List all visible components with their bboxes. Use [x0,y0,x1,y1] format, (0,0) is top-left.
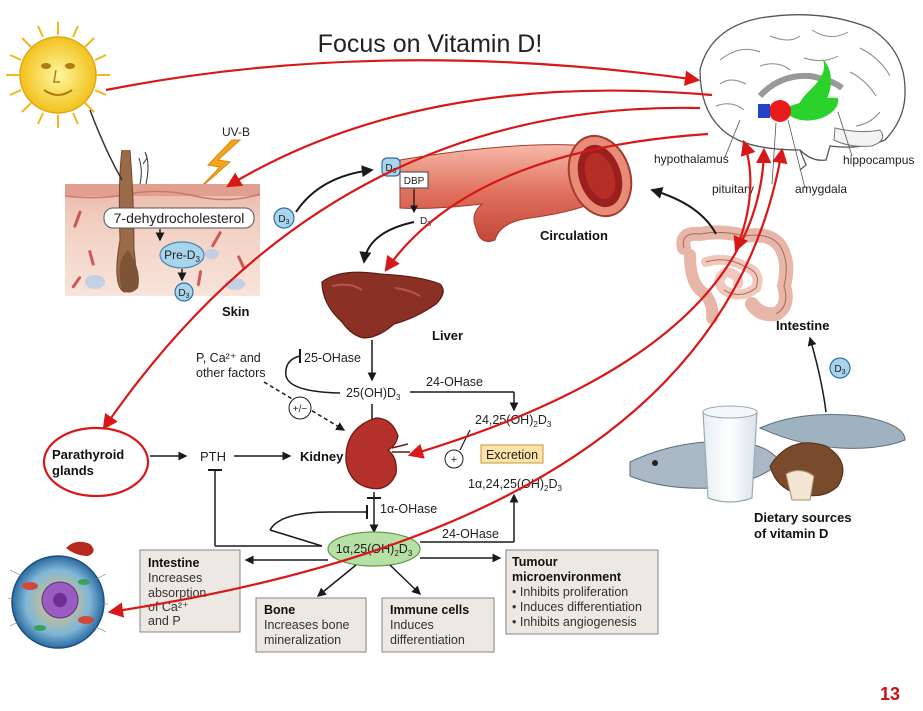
liver-illustration [321,271,444,339]
dietary-sources-illustration [629,405,906,503]
cell-illustration [7,541,108,649]
red-arrow-brain-cell [107,147,788,618]
immune-effect-box: Immune cells Induces differentiation [381,597,495,653]
d3-diet-label: D3 [834,364,845,376]
sun-icon [6,22,110,128]
kidney-illustration [345,417,410,490]
bone-box-line: Increases bone [264,618,350,632]
skin-label: Skin [222,304,250,319]
parathyroid-highlight [42,426,150,498]
intestine-box-line: and P [148,614,181,628]
amygdala-label: amygdala [795,182,847,196]
ohase24-bottom-label: 24-OHase [442,527,499,541]
black-arrow-skin-circulation [295,165,374,213]
page-number: 13 [880,684,900,704]
intestine-box-title: Intestine [148,556,199,570]
immune-box-line: differentiation [390,633,465,647]
immune-box-title: Immune cells [390,603,469,617]
plus-label: + [451,454,457,466]
black-arrow-circulation-liver [359,221,415,264]
factors-label-2: other factors [196,366,265,380]
tumour-effect-box: Tumour microenvironment • Inhibits proli… [505,549,659,635]
dietary-sources-line1: Dietary sources [754,510,852,525]
ohase24-top-label: 24-OHase [426,375,483,389]
dietary-sources-line2: of vitamin D [754,526,828,541]
parathyroid-line1: Parathyroid [52,447,124,462]
dehydrocholesterol-label: 7-dehydrocholesterol [114,210,245,226]
pth-label: PTH [200,449,226,464]
intestine-illustration [676,225,794,324]
hypothalamus-label: hypothalamus [654,152,729,166]
factors-label-1: P, Ca²⁺ and [196,351,261,365]
liver-label: Liver [432,328,463,343]
parathyroid-line2: glands [52,463,94,478]
tumour-box-line: • Inhibits proliferation [512,585,628,599]
intestine-box-line: Increases [148,571,202,585]
pre-d3-label: Pre-D3 [164,248,200,264]
excretion-label: Excretion [486,448,538,462]
page-title: Focus on Vitamin D! [318,30,543,58]
brain-illustration [699,14,906,171]
hippocampus-label: hippocampus [843,153,914,167]
tumour-box-title-1: Tumour [512,555,558,569]
blood-vessel-illustration [399,134,633,242]
bone-effect-box: Bone Increases bone mineralization [255,597,367,653]
oh2d3-2425-label: 24,25(OH)2D3 [475,413,552,429]
uvb-label: UV-B [222,125,250,139]
ohd3-label: 25(OH)D3 [346,386,401,402]
plus-minus-label: +/− [293,404,308,415]
d3-diet-badge [829,357,851,379]
pituitary-label: pituitary [712,182,754,196]
tumour-box-title-2: microenvironment [512,570,622,584]
tumour-box-line: • Induces differentiation [512,600,642,614]
tumour-box-line: • Inhibits angiogenesis [512,615,637,629]
dbp-label: DBP [404,176,425,187]
red-arrows [102,59,788,618]
bone-box-title: Bone [264,603,295,617]
bone-box-line: mineralization [264,633,341,647]
black-arrow-intestine-circulation [650,187,717,235]
ohase1a-label: 1α-OHase [380,502,437,516]
circulation-label: Circulation [540,228,608,243]
ohase25-label: 25-OHase [304,351,361,365]
intestine-label: Intestine [776,318,829,333]
red-arrow-sun-brain [105,59,701,92]
immune-box-line: Induces [390,618,434,632]
kidney-label: Kidney [300,449,344,464]
